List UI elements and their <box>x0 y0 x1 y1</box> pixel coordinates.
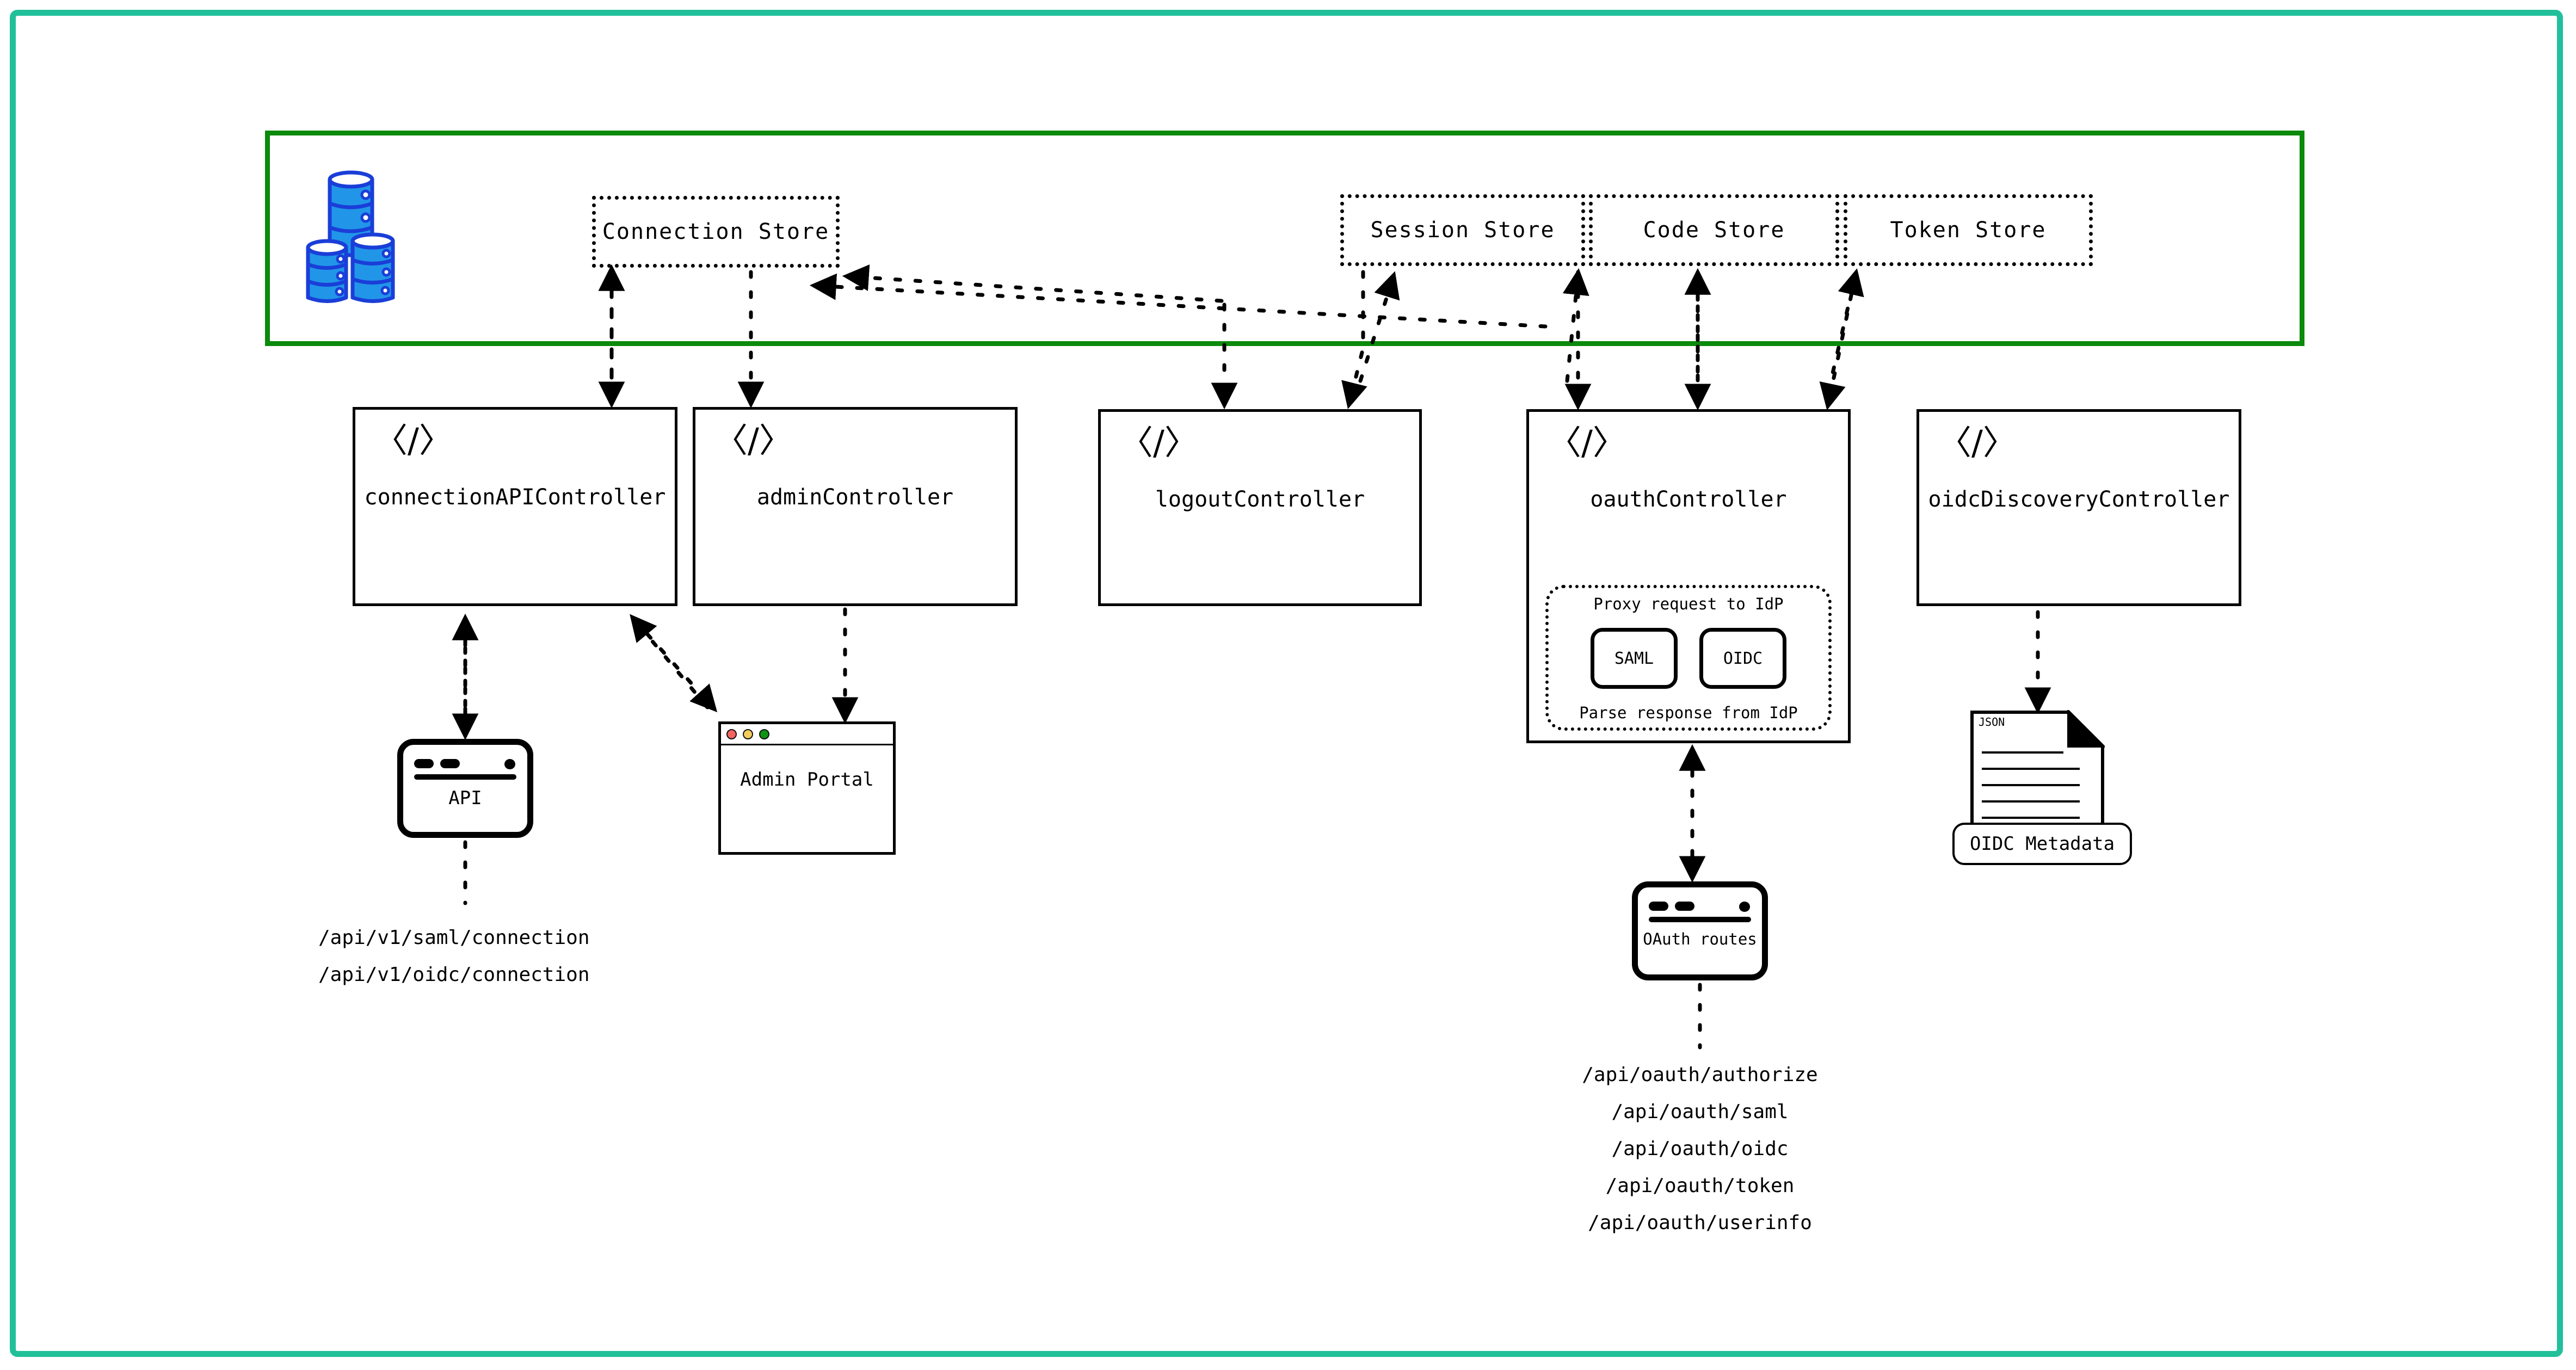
traffic-light-maximize-icon[interactable] <box>759 729 769 739</box>
code-icon: 〈/〉 <box>714 421 793 460</box>
idp-proxy-block: Proxy request to IdP SAML OIDC Parse res… <box>1545 585 1832 731</box>
controller-label: connectionAPIController <box>364 485 666 510</box>
saml-pill[interactable]: SAML <box>1591 628 1678 689</box>
titlebar-dot-icon <box>504 759 515 769</box>
controller-label: logoutController <box>1155 487 1365 512</box>
titlebar-dash-icon <box>1649 902 1668 911</box>
store-label: Code Store <box>1643 218 1785 243</box>
oauth-routes-window[interactable]: OAuth routes <box>1632 881 1768 980</box>
window-titlebar <box>1648 896 1752 915</box>
store-label: Session Store <box>1370 218 1555 243</box>
store-code-store[interactable]: Code Store <box>1589 194 1839 266</box>
diagram-outer-frame <box>10 10 2563 1357</box>
oidc-pill[interactable]: OIDC <box>1699 628 1786 689</box>
traffic-light-minimize-icon[interactable] <box>743 729 753 739</box>
json-doc-type-label: JSON <box>1979 715 2005 729</box>
titlebar-dash-icon <box>440 759 460 768</box>
store-label: Connection Store <box>602 219 830 244</box>
controller-admin-controller[interactable]: 〈/〉 adminController <box>693 407 1018 606</box>
endpoint-item: /api/v1/oidc/connection <box>318 964 590 986</box>
code-icon: 〈/〉 <box>1548 423 1626 462</box>
api-window-label: API <box>448 787 482 809</box>
code-icon: 〈/〉 <box>1119 423 1198 462</box>
endpoint-item: /api/oauth/oidc <box>1611 1138 1789 1160</box>
store-token-store[interactable]: Token Store <box>1844 194 2093 266</box>
endpoint-item: /api/oauth/userinfo <box>1588 1212 1812 1234</box>
endpoint-item: /api/oauth/token <box>1605 1175 1795 1197</box>
admin-portal-label: Admin Portal <box>740 769 874 791</box>
idp-parse-caption: Parse response from IdP <box>1579 703 1798 722</box>
endpoint-item: /api/v1/saml/connection <box>318 927 590 949</box>
window-divider <box>414 774 516 780</box>
idp-protocol-row: SAML OIDC <box>1591 628 1786 689</box>
database-stack-icon <box>306 170 395 303</box>
controller-oidc-discovery-controller[interactable]: 〈/〉 oidcDiscoveryController <box>1916 409 2241 606</box>
api-window[interactable]: API <box>397 739 533 838</box>
endpoint-item: /api/oauth/saml <box>1611 1101 1789 1123</box>
window-titlebar <box>721 724 893 745</box>
oauth-endpoint-list: /api/oauth/authorize /api/oauth/saml /ap… <box>1537 1057 1863 1242</box>
endpoint-item: /api/oauth/authorize <box>1582 1064 1818 1086</box>
admin-portal-window[interactable]: Admin Portal <box>718 721 896 855</box>
controller-connection-api-controller[interactable]: 〈/〉 connectionAPIController <box>353 407 677 606</box>
oauth-routes-label: OAuth routes <box>1643 930 1757 948</box>
titlebar-dash-icon <box>414 759 434 768</box>
window-titlebar <box>413 754 517 772</box>
store-session-store[interactable]: Session Store <box>1340 194 1585 266</box>
window-divider <box>1649 917 1751 922</box>
controller-logout-controller[interactable]: 〈/〉 logoutController <box>1098 409 1422 606</box>
controller-label: oidcDiscoveryController <box>1928 487 2230 512</box>
oidc-metadata-label: OIDC Metadata <box>1952 823 2132 865</box>
code-icon: 〈/〉 <box>1938 423 2017 462</box>
controller-label: oauthController <box>1590 487 1787 512</box>
controller-label: adminController <box>756 485 954 510</box>
idp-proxy-caption: Proxy request to IdP <box>1593 595 1784 613</box>
titlebar-dot-icon <box>1739 902 1750 912</box>
titlebar-dash-icon <box>1675 902 1694 911</box>
controller-oauth-controller[interactable]: 〈/〉 oauthController Proxy request to IdP… <box>1526 409 1851 743</box>
store-connection-store[interactable]: Connection Store <box>592 196 840 268</box>
store-label: Token Store <box>1890 218 2047 243</box>
connection-api-endpoint-list: /api/v1/saml/connection /api/v1/oidc/con… <box>318 919 590 993</box>
code-icon: 〈/〉 <box>374 421 453 460</box>
traffic-light-close-icon[interactable] <box>726 729 737 739</box>
oidc-metadata-document-icon[interactable]: JSON <box>1970 708 2107 846</box>
